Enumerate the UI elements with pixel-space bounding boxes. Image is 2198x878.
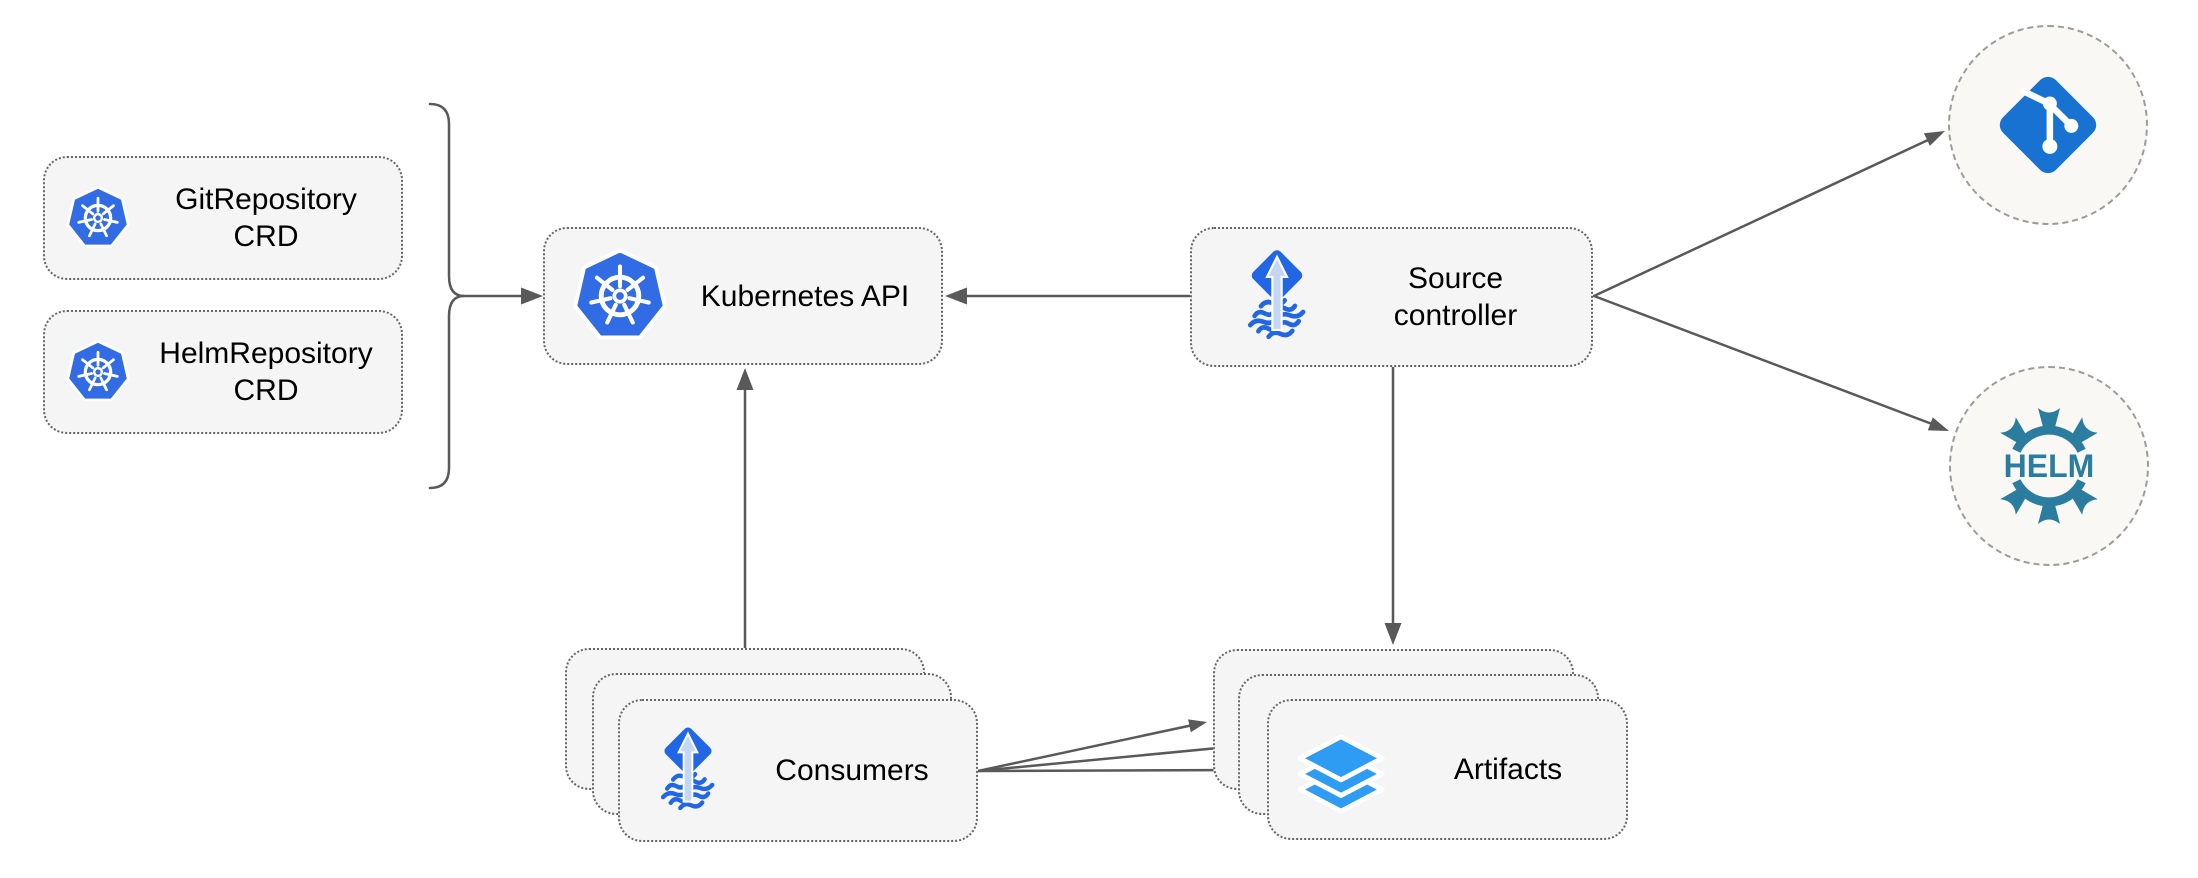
git-icon [1999, 76, 2097, 174]
endpoint-git [1948, 25, 2148, 225]
kubernetes-icon [573, 248, 667, 340]
arrowhead [1188, 719, 1207, 733]
node-source-controller: Source controller [1190, 227, 1593, 367]
layers-icon [1297, 733, 1385, 814]
edge-source-controller-to-helm [1592, 294, 1934, 426]
arrowhead [736, 368, 754, 390]
kubernetes-icon [66, 339, 130, 402]
node-kubernetes-api: Kubernetes API [543, 227, 943, 365]
node-label: GitRepository CRD [131, 181, 401, 255]
arrowhead [945, 287, 967, 305]
edge-consumers-to-artifacts-2 [976, 746, 1220, 773]
node-title: Source [1407, 262, 1504, 295]
node-subtitle: CRD [233, 220, 299, 253]
helm-wordmark: HELM [2004, 448, 2095, 484]
arrowhead [1923, 131, 1945, 146]
arrowhead [1927, 417, 1949, 431]
node-title: HelmRepository [159, 337, 373, 370]
endpoint-helm: HELM [1949, 366, 2149, 566]
arrowhead [1384, 623, 1402, 645]
kubernetes-icon [66, 185, 130, 248]
node-label: HelmRepository CRD [131, 335, 401, 409]
node-consumers: Consumers [618, 699, 978, 842]
node-title: GitRepository [175, 183, 357, 216]
node-subtitle: controller [1393, 299, 1518, 332]
flux-source-icon [660, 726, 715, 810]
node-git-repository-crd: GitRepository CRD [43, 156, 403, 280]
edge-consumers-to-artifacts-3 [976, 768, 1246, 773]
node-subtitle: CRD [233, 374, 299, 407]
edge-consumers-to-artifacts-1 [976, 723, 1195, 773]
node-helm-repository-crd: HelmRepository CRD [43, 310, 403, 434]
helm-icon: HELM [2000, 408, 2098, 524]
node-label: Source controller [1320, 260, 1591, 334]
node-title: Kubernetes API [700, 279, 910, 313]
crd-group-brace [428, 102, 465, 490]
node-title: Consumers [775, 754, 929, 787]
arrowhead [521, 287, 543, 305]
node-title: Artifacts [1453, 753, 1563, 786]
edge-source-controller-to-git [1592, 138, 1930, 298]
flux-source-icon [1247, 250, 1306, 340]
node-artifacts: Artifacts [1267, 699, 1628, 840]
